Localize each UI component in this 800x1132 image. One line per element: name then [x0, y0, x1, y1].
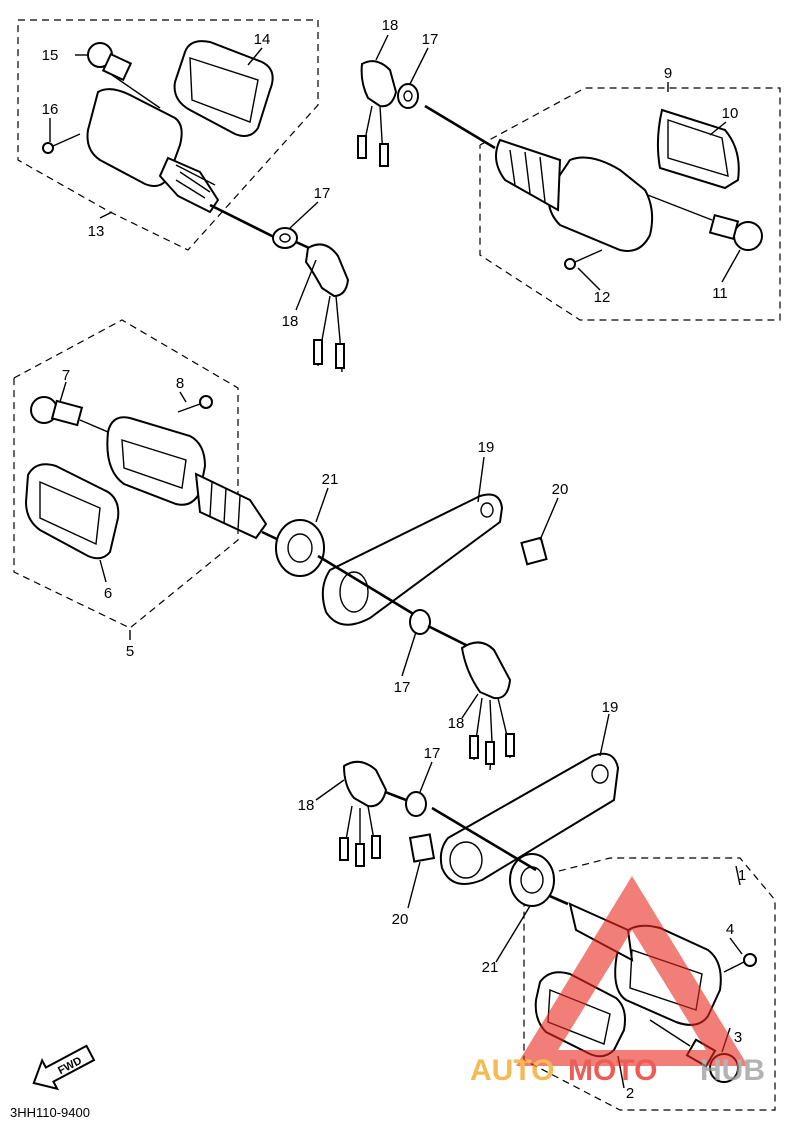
callout-14: 14 [254, 31, 271, 48]
bulb-7 [30, 396, 151, 451]
callout-21-b: 21 [482, 959, 499, 976]
svg-text:MOTO: MOTO [568, 1054, 657, 1087]
callout-6: 6 [104, 585, 112, 602]
callout-11: 11 [712, 285, 728, 302]
lens-6 [24, 463, 120, 560]
watermark-logo: AUTO MOTO HUB [470, 876, 765, 1087]
callout-17-a: 17 [314, 185, 331, 202]
lens-14 [173, 40, 274, 137]
screw-12 [564, 249, 603, 270]
grommet-21-a [275, 519, 325, 577]
housing-stem-13 [175, 164, 216, 199]
callout-17-d: 17 [424, 745, 441, 762]
clip-nut-20-b [408, 833, 436, 863]
bulb-11 [639, 191, 763, 251]
callout-9: 9 [664, 65, 672, 82]
callout-18-c: 18 [448, 715, 465, 732]
diagram-code: 3HH110-9400 [10, 1105, 90, 1120]
bracket-19-a [321, 493, 504, 626]
grommet-17-c [409, 609, 469, 648]
callout-19-a: 19 [478, 439, 495, 456]
svg-text:HUB: HUB [700, 1054, 765, 1087]
bulb-15 [87, 42, 161, 109]
turn-signal-assembly-13 [17, 19, 319, 251]
connector-18-c [460, 641, 515, 771]
lens-10 [656, 108, 740, 190]
turn-signal-assembly-9 [424, 87, 781, 321]
callout-12: 12 [594, 289, 611, 306]
bracket-19-b [439, 752, 620, 885]
forward-arrow-icon: FWD [32, 1044, 96, 1091]
svg-text:AUTO: AUTO [470, 1054, 554, 1087]
turn-signal-assembly-5 [13, 319, 301, 629]
callout-20-b: 20 [392, 911, 409, 928]
callout-17-b: 17 [422, 31, 439, 48]
callout-1: 1 [738, 867, 746, 884]
callout-21-a: 21 [322, 471, 339, 488]
grommet-21-b [509, 853, 555, 907]
grommet-17-a [272, 227, 319, 254]
callout-5: 5 [126, 643, 134, 660]
callout-18-a: 18 [282, 313, 299, 330]
clip-nut-20-a [520, 536, 548, 566]
callout-7: 7 [62, 367, 70, 384]
watermark-triangle-icon [516, 876, 748, 1066]
housing-9 [547, 156, 654, 252]
callout-17-c: 17 [394, 679, 411, 696]
callout-18-b: 18 [382, 17, 399, 34]
callout-13: 13 [88, 223, 105, 240]
callout-15: 15 [42, 47, 59, 64]
callout-3: 3 [734, 1029, 742, 1046]
callout-8: 8 [176, 375, 184, 392]
connector-18-d [339, 760, 388, 867]
callout-2: 2 [626, 1085, 634, 1102]
screw-8 [177, 395, 213, 413]
connector-18-b [357, 60, 398, 167]
callout-4: 4 [726, 921, 734, 938]
callout-20-a: 20 [552, 481, 569, 498]
callout-18-d: 18 [298, 797, 315, 814]
callout-labels: 15 16 14 13 17 18 18 17 9 10 11 12 7 8 6… [42, 17, 747, 1102]
grommet-17-d [379, 788, 427, 817]
housing-5 [106, 416, 207, 506]
connector-18-a [304, 243, 350, 373]
callout-10: 10 [722, 105, 739, 122]
callout-16: 16 [42, 101, 59, 118]
screw-4 [723, 953, 757, 973]
callout-19-b: 19 [602, 699, 619, 716]
screw-16 [42, 133, 81, 154]
